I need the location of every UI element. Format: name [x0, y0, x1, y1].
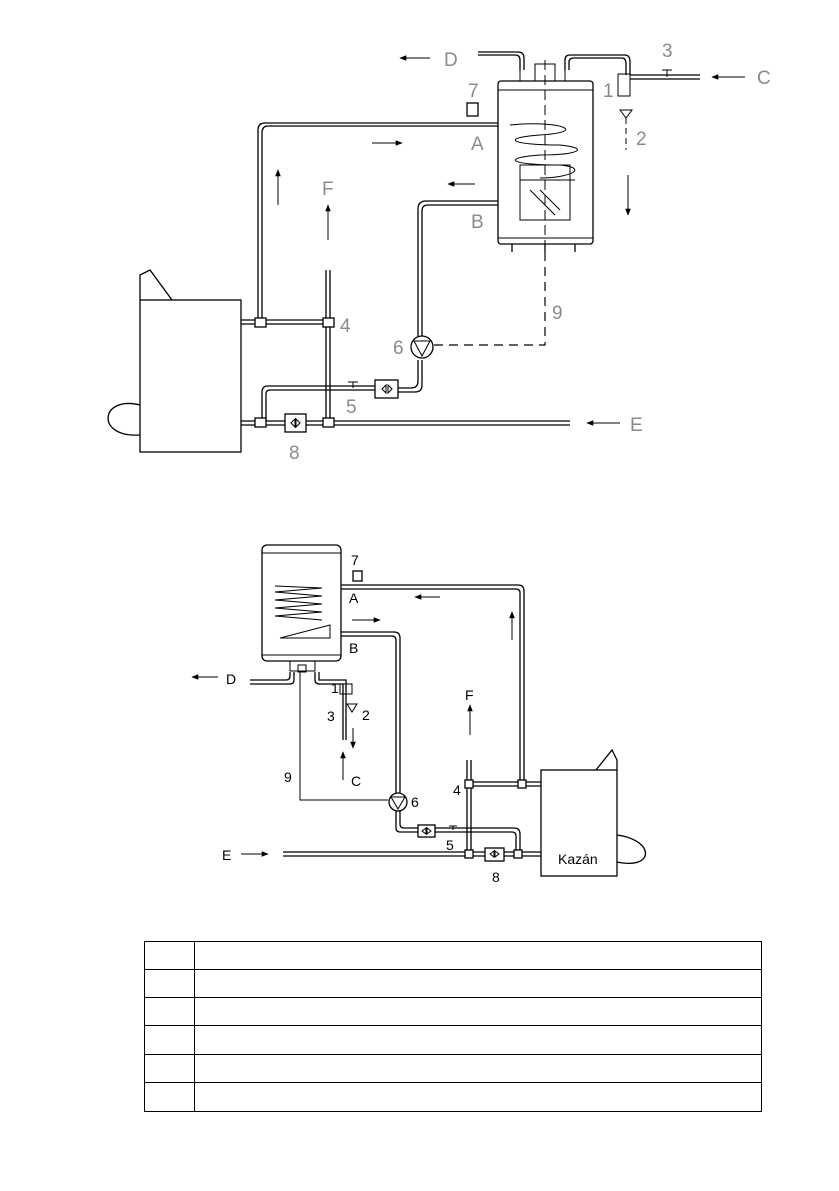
label-4-top: 4: [340, 316, 351, 337]
boiler-label: Kazán: [558, 851, 598, 867]
legend-row: [145, 1054, 761, 1083]
label-7-bottom: 7: [351, 552, 359, 568]
legend-key: [145, 1082, 195, 1111]
pump-bottom: [388, 792, 408, 812]
label-8-bottom: 8: [492, 869, 500, 885]
label-6-bottom: 6: [411, 794, 419, 810]
label-1-top: 1: [603, 81, 614, 102]
legend-key: [145, 942, 195, 970]
legend-row: [145, 1082, 761, 1111]
label-f-top: F: [322, 179, 334, 200]
legend-row: [145, 1026, 761, 1055]
label-a-top: A: [471, 134, 484, 155]
label-9-top: 9: [552, 303, 563, 324]
label-b-top: B: [471, 212, 484, 233]
storage-tank-bottom: [261, 544, 342, 673]
legend-key: [145, 1026, 195, 1054]
legend-table: [144, 941, 762, 1112]
boiler-bottom: Kazán: [540, 748, 646, 877]
label-d-top: D: [444, 50, 458, 71]
label-6-top: 6: [393, 338, 404, 359]
legend-key: [145, 998, 195, 1026]
label-f-bottom: F: [465, 687, 474, 703]
legend-desc: [195, 942, 761, 969]
legend-desc: [195, 1026, 761, 1053]
label-e-top: E: [630, 415, 643, 436]
diagram-bottom: Kazán: [191, 544, 646, 885]
label-3-top: 3: [662, 41, 673, 62]
legend-desc: [195, 998, 761, 1025]
label-2-top: 2: [636, 129, 647, 150]
label-d-bottom: D: [226, 671, 236, 687]
legend-desc: [195, 1055, 761, 1082]
legend-desc: [195, 1083, 761, 1111]
label-9-bottom: 9: [284, 769, 292, 785]
legend-key: [145, 1054, 195, 1082]
label-c-bottom: C: [351, 773, 361, 789]
label-4-bottom: 4: [453, 782, 461, 798]
label-3-bottom: 3: [327, 708, 335, 724]
label-1-bottom: 1: [331, 680, 339, 696]
air-vent-bottom: [352, 570, 363, 582]
label-5-top: 5: [346, 397, 357, 418]
label-7-top: 7: [468, 81, 479, 102]
label-8-top: 8: [289, 443, 300, 464]
diagram-top: D C E F A B 1 2 3 4 5 6 7 8 9: [107, 41, 771, 464]
label-e-bottom: E: [222, 847, 231, 863]
label-5-bottom: 5: [446, 837, 454, 853]
storage-tank-top: [497, 60, 594, 260]
label-c-top: C: [757, 68, 771, 89]
legend-key: [145, 970, 195, 998]
legend-row: [145, 942, 761, 971]
pipework-top: [241, 51, 700, 426]
label-b-bottom: B: [349, 640, 358, 656]
pump-top: [410, 335, 434, 359]
air-vent-top: [466, 102, 479, 117]
label-2-bottom: 2: [362, 707, 370, 723]
legend-desc: [195, 970, 761, 997]
boiler-top: [107, 269, 242, 453]
sensor-line-top: [434, 252, 546, 346]
legend-row: [145, 998, 761, 1027]
legend-row: [145, 970, 761, 999]
sensor-line-bottom: [299, 672, 388, 801]
label-a-bottom: A: [349, 590, 359, 606]
